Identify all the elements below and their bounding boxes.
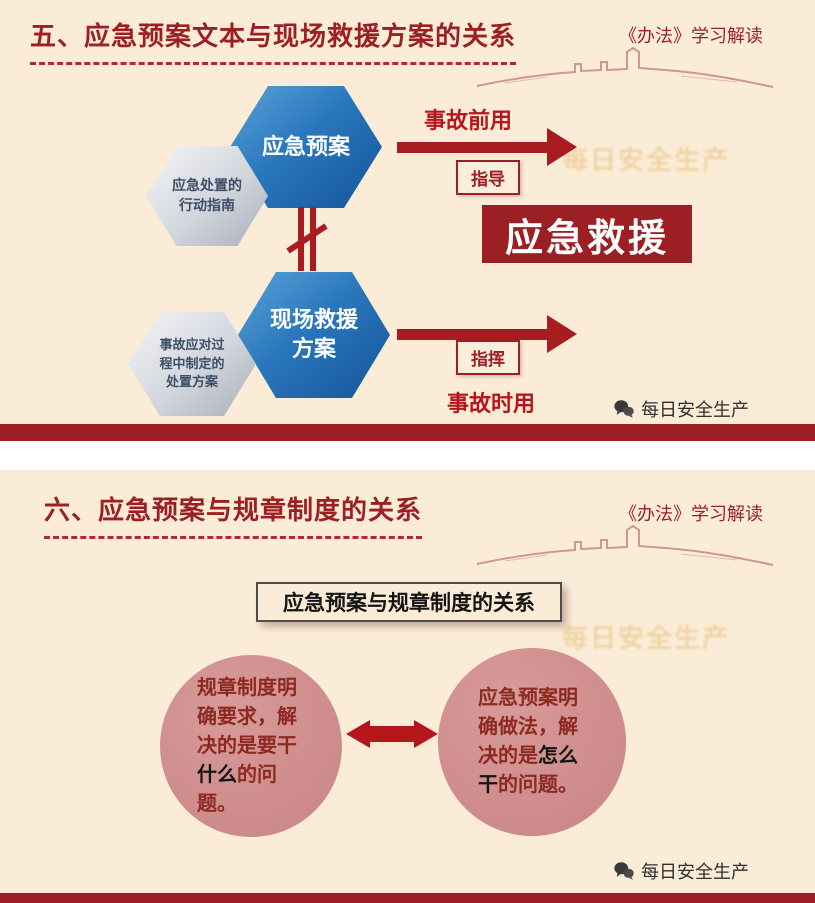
hex-rescue-plan-label: 现场救援方案: [269, 307, 358, 361]
corner-note-book: 《办法》: [619, 504, 691, 524]
hex-rescue-note: 事故应对过程中制定的处置方案: [128, 312, 256, 416]
hex-emergency-plan-label: 应急预案: [261, 133, 350, 159]
double-arrow-shaft: [366, 726, 418, 742]
corner-note-rest: 学习解读: [691, 26, 763, 46]
wechat-icon: [614, 400, 634, 418]
brand-watermark: 每日安全生产: [613, 396, 749, 422]
relationship-box-title: 应急预案与规章制度的关系: [256, 582, 562, 622]
hex-rescue-note-label: 事故应对过程中制定的处置方案: [159, 336, 225, 390]
guide-arrow-shaft: [397, 142, 547, 153]
rules-circle: 规章制度明确要求，解决的是要干什么的问题。: [160, 655, 342, 837]
slide-5: 五、应急预案文本与现场救援方案的关系 《办法》学习解读 每日安全生产 应急预案 …: [0, 0, 815, 441]
slide5-title: 五、应急预案文本与现场救援方案的关系: [30, 16, 517, 65]
guide-tag: 指导: [456, 160, 520, 195]
divider-bar: [0, 424, 815, 441]
rules-text-emphasis: 什么: [197, 763, 237, 786]
plan-text-emphasis: 怎么干: [478, 745, 578, 796]
slide6-corner-note: 《办法》学习解读: [619, 500, 763, 526]
corner-note-book: 《办法》: [619, 26, 691, 46]
guide-arrow-head: [547, 128, 577, 166]
rules-text-part: 的问题。: [197, 763, 277, 815]
before-accident-label: 事故前用: [424, 108, 513, 133]
great-wall-illustration: [476, 46, 774, 88]
brand-watermark-text: 每日安全生产: [641, 400, 749, 420]
link-symbol: [286, 207, 328, 271]
command-arrow-head: [547, 315, 577, 353]
command-tag: 指挥: [456, 340, 520, 375]
emergency-rescue-box: 应急救援: [482, 205, 692, 263]
corner-note-rest: 学习解读: [691, 504, 763, 524]
double-arrow: [346, 712, 438, 756]
brand-watermark: 每日安全生产: [613, 858, 749, 884]
plan-circle: 应急预案明确做法，解决的是怎么干的问题。: [438, 648, 626, 836]
rules-text-part: 规章制度明确要求，解决的是要干: [197, 676, 297, 757]
gold-watermark: 每日安全生产: [562, 623, 731, 653]
plan-circle-text: 应急预案明确做法，解决的是怎么干的问题。: [478, 684, 586, 800]
plan-text-part: 的问题。: [498, 774, 578, 796]
double-arrow-right-head: [414, 720, 438, 748]
great-wall-illustration: [476, 524, 774, 566]
divider-bar: [0, 893, 815, 903]
plan-text-part: 应急预案明确做法，解决的是: [478, 687, 578, 767]
slide6-title: 六、应急预案与规章制度的关系: [44, 490, 423, 539]
gold-watermark: 每日安全生产: [562, 145, 731, 175]
hex-rescue-plan: 现场救援方案: [238, 272, 390, 398]
during-accident-label: 事故时用: [447, 391, 536, 416]
slide5-corner-note: 《办法》学习解读: [619, 22, 763, 48]
slide-6: 六、应急预案与规章制度的关系 《办法》学习解读 应急预案与规章制度的关系 每日安…: [0, 470, 815, 903]
command-arrow-shaft: [397, 329, 547, 340]
brand-watermark-text: 每日安全生产: [641, 862, 749, 882]
wechat-icon: [614, 862, 634, 880]
rules-circle-text: 规章制度明确要求，解决的是要干什么的问题。: [197, 674, 305, 819]
hex-plan-note-label: 应急处置的行动指南: [171, 177, 242, 213]
